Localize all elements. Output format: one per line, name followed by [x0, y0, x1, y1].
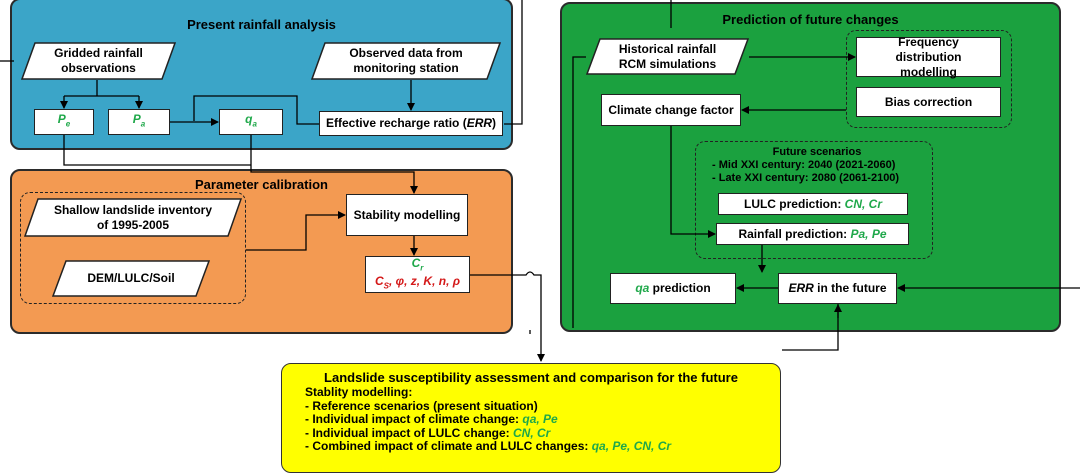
stability-modelling-box: Stability modelling	[346, 194, 468, 236]
climate-change-factor-box: Climate change factor	[601, 94, 741, 126]
scenario-late: - Late XXI century: 2080 (2061-2100)	[712, 172, 900, 184]
calibrated-parameters-box: Cr CS, φ, z, K, n, ρ	[365, 256, 470, 293]
future-scenarios-group	[695, 141, 933, 259]
assessment-line-reference: - Reference scenarios (present situation…	[305, 398, 538, 413]
observed-data-input: Observed data from monitoring station	[311, 42, 501, 80]
assessment-line-lulc: - Individual impact of LULC change: CN, …	[305, 425, 551, 440]
dem-lulc-soil-input: DEM/LULC/Soil	[52, 260, 210, 297]
present-rainfall-title: Present rainfall analysis	[187, 17, 336, 32]
err-box: Effective recharge ratio (ERR)	[319, 111, 503, 136]
assessment-line-climate: - Individual impact of climate change: q…	[305, 412, 558, 426]
assessment-title: Landslide susceptibility assessment and …	[324, 370, 738, 385]
qa-prediction-box: qa prediction	[610, 273, 736, 304]
future-scenarios-text: Future scenarios - Mid XXI century: 2040…	[712, 146, 922, 185]
assessment-panel: Landslide susceptibility assessment and …	[281, 363, 781, 473]
calibration-inputs-group	[20, 192, 246, 304]
bias-correction-group	[846, 30, 1012, 128]
assessment-line-combined: - Combined impact of climate and LULC ch…	[305, 439, 672, 453]
future-changes-title: Prediction of future changes	[722, 12, 899, 27]
lulc-prediction-box: LULC prediction: CN, Cr	[718, 193, 908, 215]
rainfall-prediction-box: Rainfall prediction: Pa, Pe	[716, 223, 909, 245]
parameter-calibration-title: Parameter calibration	[195, 177, 328, 192]
flow-arrows	[0, 0, 1080, 362]
pa-box: Pa	[108, 109, 170, 135]
assessment-heading: Stablity modelling:	[305, 385, 413, 399]
scenario-mid: - Mid XXI century: 2040 (2021-2060)	[712, 159, 896, 171]
historical-rcm-input: Historical rainfall RCM simulations	[586, 38, 749, 75]
frequency-distribution-box: Frequency distribution modelling	[856, 35, 1001, 79]
pe-box: Pe	[34, 109, 94, 135]
bias-correction-box: Bias correction	[856, 87, 1001, 117]
qa-box: qa	[219, 109, 283, 135]
landslide-inventory-input: Shallow landslide inventory of 1995-2005	[24, 198, 242, 237]
gridded-rainfall-input: Gridded rainfall observations	[21, 42, 176, 80]
err-future-box: ERR in the future	[778, 273, 897, 304]
future-scenarios-title: Future scenarios	[772, 146, 862, 158]
